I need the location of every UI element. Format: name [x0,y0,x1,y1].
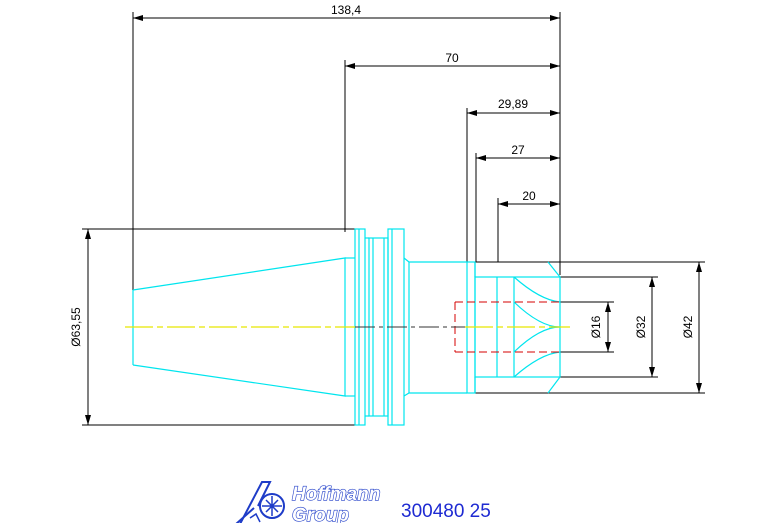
label-length-27: 27 [511,143,525,157]
logo-text-group: Group [292,505,349,523]
label-dia-16: Ø16 [589,315,603,338]
label-length-70: 70 [445,51,459,65]
label-length-29-89: 29,89 [498,97,528,111]
label-overall-length: 138,4 [331,3,361,17]
logo-mark-icon [235,481,285,523]
label-dia-32: Ø32 [634,315,648,338]
label-length-20: 20 [522,189,536,203]
logo-text-hoffmann: Hoffmann [292,484,380,505]
label-dia-flange: Ø63,55 [69,307,83,347]
dimension-labels: 138,4 70 29,89 27 20 Ø63,55 Ø16 Ø32 Ø42 [69,3,695,347]
label-dia-42: Ø42 [681,315,695,338]
article-number: 300480 25 [401,501,491,522]
dimension-lines [82,12,705,426]
hoffmann-group-logo: Hoffmann Group [235,481,381,523]
